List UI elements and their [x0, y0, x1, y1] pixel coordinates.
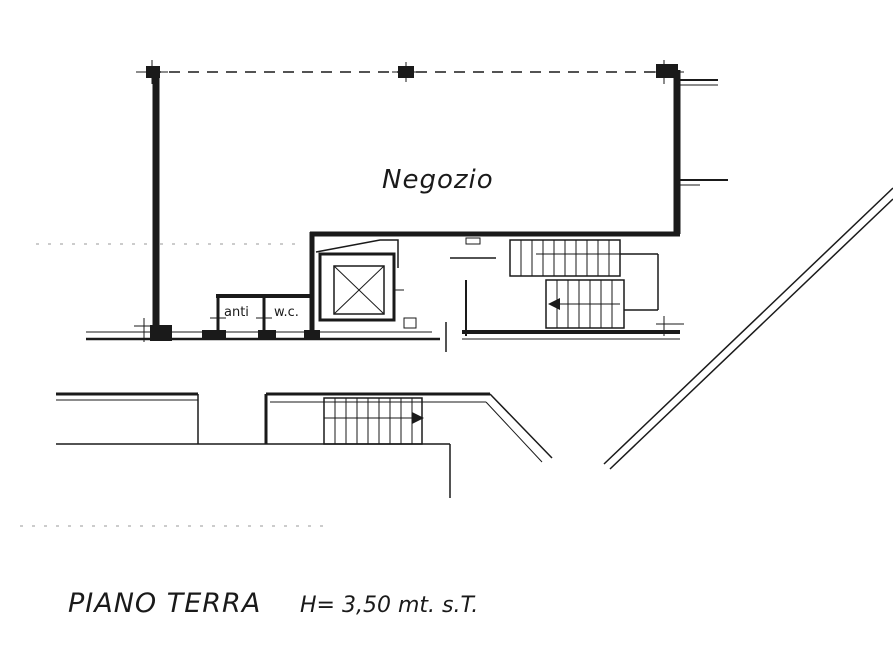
main-staircase [509, 239, 659, 329]
service-rooms [210, 294, 312, 332]
corridor [445, 237, 496, 352]
base-line [86, 330, 680, 341]
floor-caption: PIANO TERRA [68, 588, 261, 619]
lower-building [56, 392, 553, 498]
stair-arrow-icon [548, 298, 560, 310]
guide-lines [20, 243, 330, 527]
shop-walls [150, 70, 728, 340]
elevator [315, 239, 417, 329]
height-caption: H= 3,50 mt. s.T. [300, 593, 478, 618]
diagonal-boundary [603, 187, 893, 470]
lower-stair-arrow-icon [412, 412, 424, 424]
room-label-negozio: Negozio [382, 165, 494, 195]
room-label-anti: anti [224, 305, 249, 320]
room-label-wc: w.c. [274, 305, 299, 320]
pillars [146, 64, 678, 341]
pillar-crosshairs [134, 60, 684, 342]
